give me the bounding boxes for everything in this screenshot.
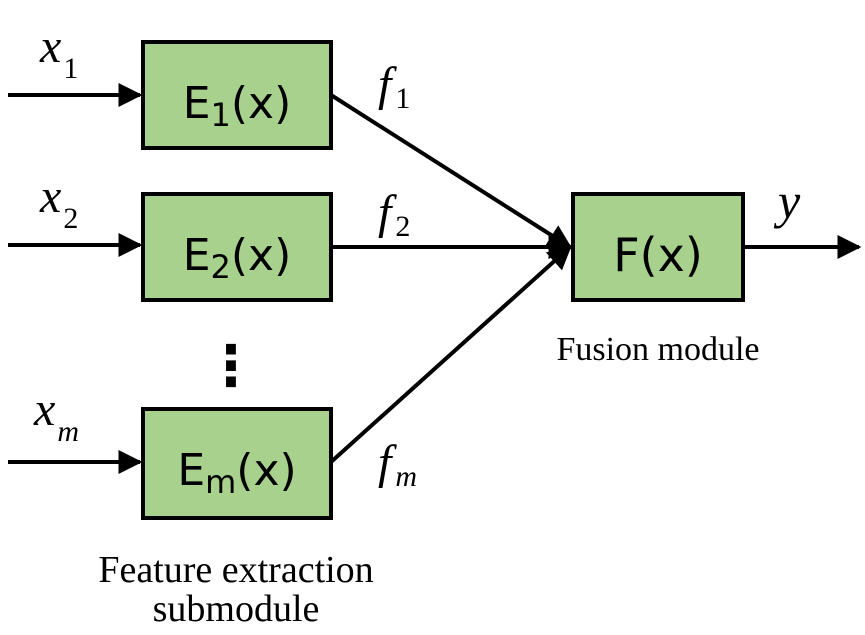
encoder-label-1: E1(x) xyxy=(183,78,292,134)
encoder-box-1: E1(x) xyxy=(141,40,333,150)
input-label-2: x2 xyxy=(39,170,78,235)
fusion-box: F(x) xyxy=(571,192,745,302)
feature-line-m xyxy=(329,245,572,464)
extraction-caption-line1: Feature extraction xyxy=(98,549,373,591)
encoder-label-2: E2(x) xyxy=(183,230,292,286)
input-label-m: xm xyxy=(33,383,79,448)
feature-line-1 xyxy=(329,93,573,249)
encoder-box-m: Em(x) xyxy=(141,407,333,520)
fusion-label: F(x) xyxy=(613,228,703,282)
vertical-ellipsis: ⋮ xyxy=(203,334,259,399)
output-label: y xyxy=(773,173,801,229)
extraction-caption-line2: submodule xyxy=(153,588,320,630)
input-label-1: x1 xyxy=(39,20,78,85)
encoder-box-2: E2(x) xyxy=(141,192,333,302)
encoder-label-m: Em(x) xyxy=(177,445,296,501)
fusion-caption: Fusion module xyxy=(556,331,759,368)
